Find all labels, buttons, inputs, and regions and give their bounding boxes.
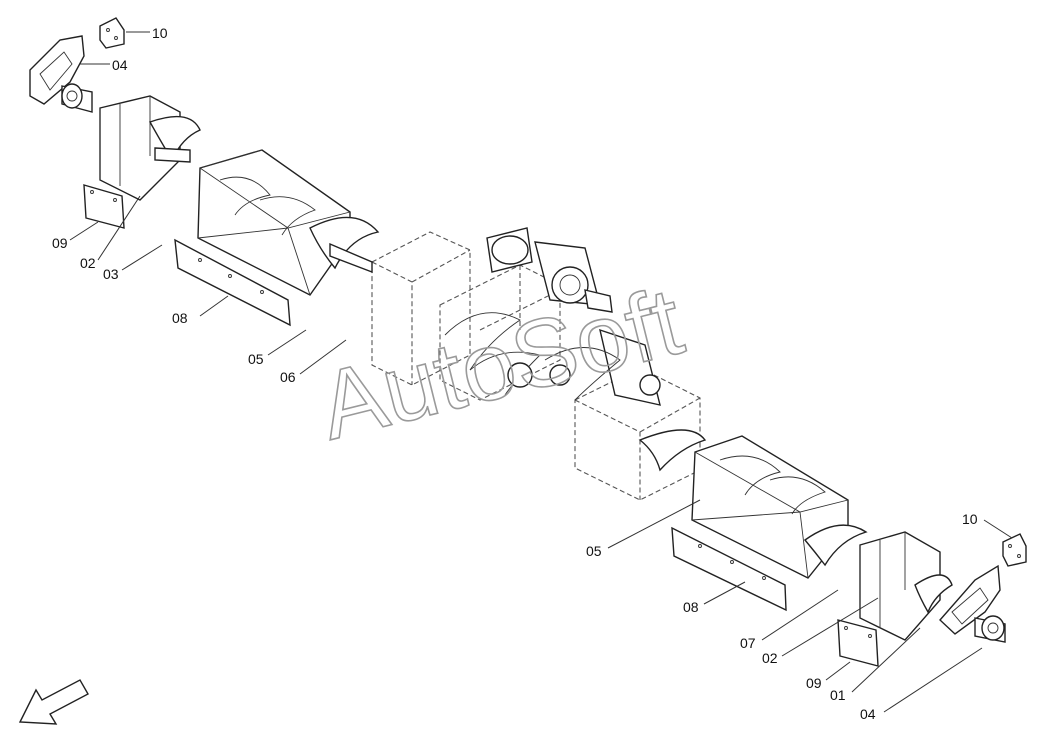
label-04-left: 04 (112, 57, 128, 73)
left-end-housing-02 (99, 95, 201, 201)
left-bracket-10 (99, 17, 125, 49)
left-auger-flight-06 (309, 216, 380, 274)
label-01-right: 01 (830, 687, 846, 703)
left-support-arm-04 (29, 35, 93, 113)
label-04-right: 04 (860, 706, 876, 722)
label-07-right: 07 (740, 635, 756, 651)
right-cover-plate-09 (837, 619, 879, 667)
part-labels: 10 04 09 02 03 08 05 06 05 08 07 02 09 0… (52, 25, 978, 722)
label-09-left: 09 (52, 235, 68, 251)
right-auger-flight-07 (803, 524, 868, 567)
label-10-left: 10 (152, 25, 168, 41)
right-end-housing-02 (859, 531, 953, 641)
label-02-left: 02 (80, 255, 96, 271)
label-05-right: 05 (586, 543, 602, 559)
watermark-text: AutoSoft (309, 267, 692, 460)
central-frame-assembly (371, 227, 707, 501)
right-scraper-plate-08 (671, 526, 787, 612)
label-06-left: 06 (280, 369, 296, 385)
direction-arrow-icon (18, 679, 89, 725)
label-10-right: 10 (962, 511, 978, 527)
left-scraper-plate-08 (174, 238, 291, 327)
right-bracket-10 (1002, 533, 1027, 567)
label-02-right: 02 (762, 650, 778, 666)
leader-lines (69, 31, 1013, 713)
left-cover-plate-09 (83, 184, 125, 229)
label-05-left: 05 (248, 351, 264, 367)
label-08-right: 08 (683, 599, 699, 615)
label-08-left: 08 (172, 310, 188, 326)
label-09-right: 09 (806, 675, 822, 691)
right-support-arm-04 (939, 564, 1006, 643)
label-03-left: 03 (103, 266, 119, 282)
